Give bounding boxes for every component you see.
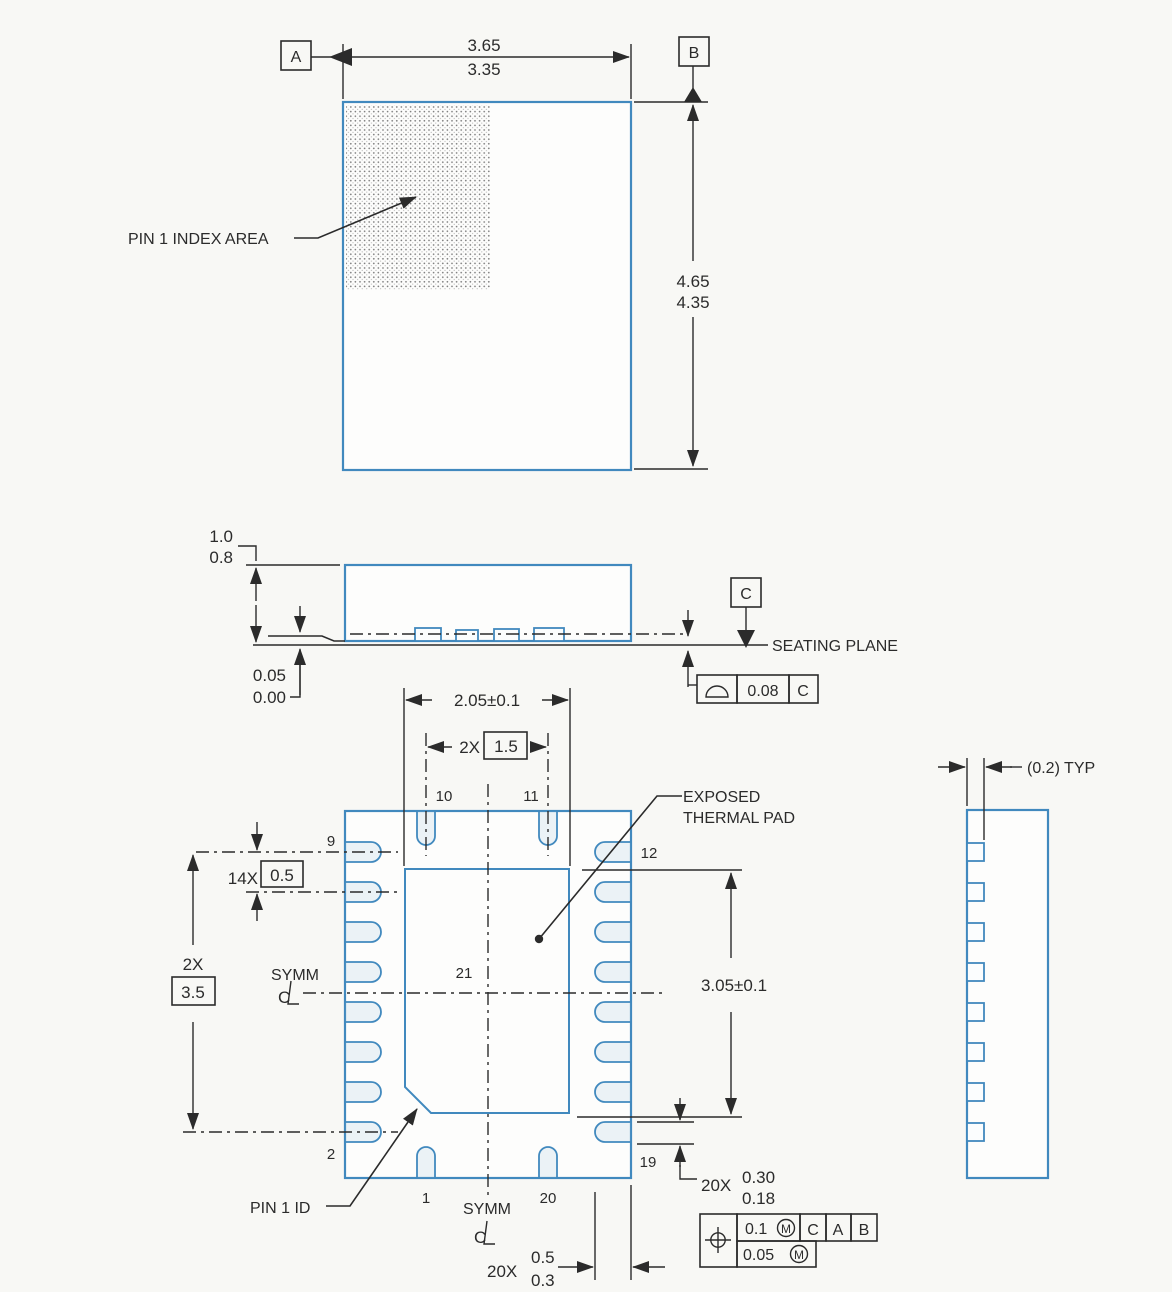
pin-20: 20 [540, 1190, 557, 1207]
top-pin-spacing-qty: 2X [459, 738, 480, 757]
side-view: 1.0 0.8 0.05 0.00 C SEATING PLANE [209, 527, 898, 707]
fcf-datum3: B [859, 1222, 870, 1239]
datum-b-label: B [689, 45, 700, 62]
pin-1: 1 [422, 1190, 430, 1207]
pad-height-text: 3.05±0.1 [701, 976, 767, 995]
datum-b: B [634, 36, 710, 103]
dim-pad-height: 3.05±0.1 [577, 869, 767, 1118]
pad-width-text: 2.05±0.1 [454, 691, 520, 710]
package-body-side [343, 563, 633, 643]
symm-bottom: SYMM C [463, 1201, 511, 1247]
right-pads [594, 841, 631, 1143]
fcf-datum1: C [807, 1222, 819, 1239]
dim-h-max: 1.0 [209, 527, 233, 546]
datum-c-label: C [740, 586, 752, 603]
flatness-datum: C [797, 683, 809, 700]
dim-top-pin-spacing: 2X 1.5 [427, 731, 547, 760]
dim-width-max: 3.65 [467, 36, 500, 55]
top-pin-spacing-val: 1.5 [494, 737, 518, 756]
dim-lead-width: 20X 0.30 0.18 [637, 1098, 775, 1208]
dim-body-height: 4.65 4.35 [634, 104, 710, 470]
top-pads [416, 811, 558, 846]
lead-tip-line [268, 635, 345, 642]
span-val: 3.5 [181, 983, 205, 1002]
dim-h-min: 0.8 [209, 548, 233, 567]
mmc-symbol-2 [789, 1244, 809, 1264]
pin-labels: 9 2 10 11 12 19 1 20 21 [327, 788, 658, 1207]
dim-bump-depth: (0.2) TYP [938, 758, 1095, 840]
mmc-symbol-1 [776, 1218, 796, 1238]
centerline-symbol-bottom: C [474, 1228, 486, 1247]
dim-lead-length: 20X 0.5 0.3 [487, 1185, 665, 1290]
exposed-pad-label-2: THERMAL PAD [683, 810, 795, 827]
dim-standoff: 0.05 0.00 [253, 606, 306, 707]
seating-plane-label: SEATING PLANE [772, 638, 898, 655]
fcf-tol1: 0.1 [745, 1221, 767, 1238]
flatness-fcf: 0.08 C [682, 610, 819, 704]
datum-a-label: A [291, 49, 302, 66]
pin1-index-label: PIN 1 INDEX AREA [128, 231, 269, 248]
profile-surface-symbol [705, 685, 729, 698]
position-fcf: 0.1 M C A B 0.05 M [699, 1213, 878, 1268]
fcf-datum2: A [833, 1222, 844, 1239]
thermal-pad [404, 868, 570, 1114]
bottom-pads [416, 1146, 558, 1178]
package-body-detail [965, 808, 1050, 1180]
pitch-val: 0.5 [270, 866, 294, 885]
pin1-index-area-hatch [346, 105, 490, 290]
bump-depth-text: (0.2) TYP [1027, 760, 1095, 777]
bottom-view: 2.05±0.1 2X 1.5 14X 0.5 2X 3.5 [171, 688, 878, 1290]
lead-width-qty: 20X [701, 1176, 731, 1195]
lead-width-max: 0.30 [742, 1168, 775, 1187]
pin-9: 9 [327, 833, 335, 850]
detail-bumps [966, 842, 985, 1142]
lead-side-3 [493, 628, 520, 642]
pitch-qty: 14X [228, 869, 258, 888]
pin-11: 11 [523, 788, 539, 805]
symm-bottom-label: SYMM [463, 1201, 511, 1218]
pin-10: 10 [436, 788, 453, 805]
datum-a: A [280, 40, 331, 71]
fcf-mod1: M [781, 1222, 791, 1236]
dim-standoff-min: 0.00 [253, 688, 286, 707]
fcf-tol2: 0.05 [743, 1247, 774, 1264]
lead-len-min: 0.3 [531, 1271, 555, 1290]
exposed-pad-label-1: EXPOSED [683, 789, 760, 806]
dim-pad-width: 2.05±0.1 [403, 688, 571, 866]
centerline-symbol-left: C [278, 988, 290, 1007]
datum-c: C SEATING PLANE [730, 577, 898, 655]
lead-len-qty: 20X [487, 1262, 517, 1281]
lead-side-2 [455, 629, 479, 642]
dim-height-max: 4.65 [676, 272, 709, 291]
fcf-mod2: M [794, 1248, 804, 1262]
position-symbol [705, 1227, 731, 1253]
pin-19: 19 [640, 1154, 657, 1171]
pin-21: 21 [456, 965, 473, 982]
top-view: 3.65 3.35 A B 4.65 4.35 PIN 1 INDEX AREA [128, 36, 710, 472]
lead-len-max: 0.5 [531, 1248, 555, 1267]
dim-package-height: 1.0 0.8 [209, 527, 340, 643]
dim-pitch: 14X 0.5 [228, 822, 304, 921]
detail-side-view: (0.2) TYP [938, 758, 1095, 1180]
exposed-pad-callout: EXPOSED THERMAL PAD [534, 789, 795, 944]
flatness-tol: 0.08 [747, 683, 778, 700]
lead-width-min: 0.18 [742, 1189, 775, 1208]
symm-left: SYMM C [271, 967, 319, 1007]
pin1-id-callout: PIN 1 ID [250, 1108, 418, 1217]
dim-span: 2X 3.5 [171, 854, 216, 1130]
dim-width-min: 3.35 [467, 60, 500, 79]
span-qty: 2X [183, 955, 204, 974]
dim-body-width: 3.65 3.35 [329, 36, 632, 99]
left-pads [345, 841, 382, 1143]
datum-a-arrow [329, 48, 352, 66]
dim-standoff-max: 0.05 [253, 666, 286, 685]
symm-left-label: SYMM [271, 967, 319, 984]
pin1-id-label: PIN 1 ID [250, 1200, 310, 1217]
dim-height-min: 4.35 [676, 293, 709, 312]
pin-12: 12 [641, 845, 658, 862]
pin1-index-callout: PIN 1 INDEX AREA [128, 196, 417, 248]
pin-2: 2 [327, 1146, 335, 1163]
